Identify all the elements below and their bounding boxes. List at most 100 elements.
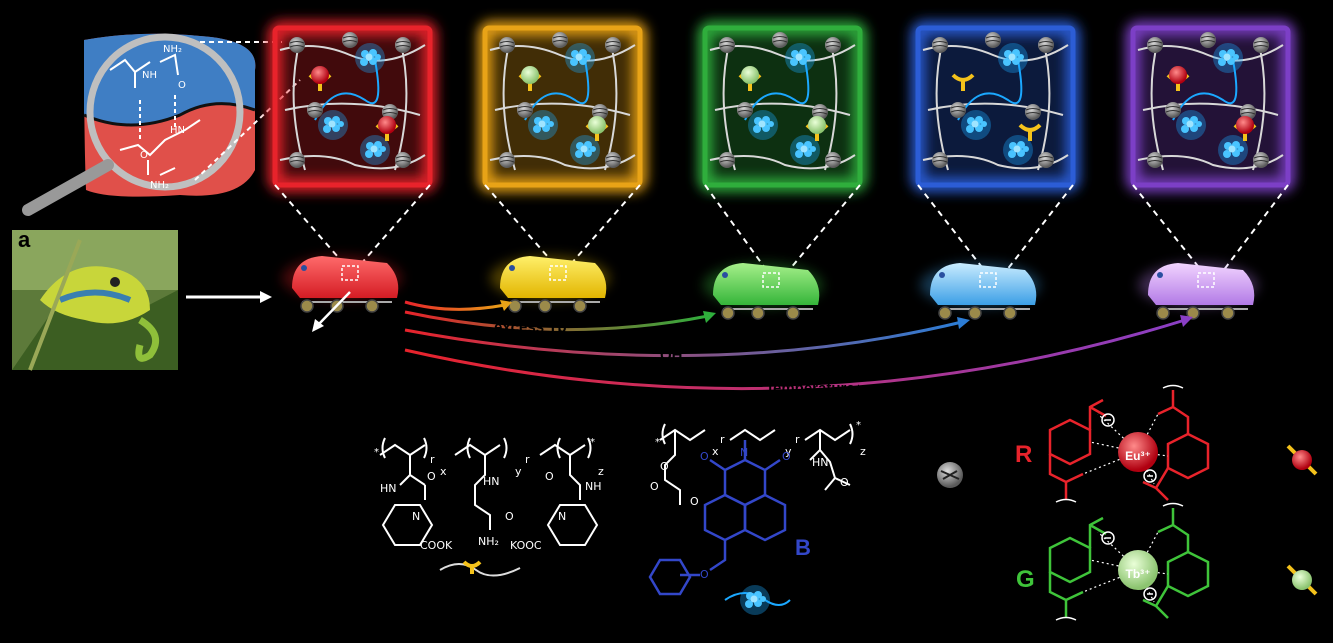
ppn-cluster bbox=[318, 110, 348, 140]
panel-label-f: f bbox=[1135, 227, 1143, 252]
ppn-cluster bbox=[355, 43, 385, 73]
chem-hn-bottom: HN bbox=[170, 125, 185, 136]
arrow-label-less-tb: less Tb³⁺ bbox=[407, 285, 472, 302]
crosslink-node bbox=[931, 151, 949, 169]
robot-f bbox=[1138, 263, 1258, 320]
robot-c bbox=[490, 256, 610, 313]
svg-text:*: * bbox=[590, 437, 595, 448]
polymer-strand bbox=[494, 102, 631, 116]
robot-wheel bbox=[365, 299, 379, 313]
crosslink-node bbox=[604, 36, 622, 54]
feature-4: Remoldability. bbox=[66, 584, 215, 609]
tb-ion-label: Tb³⁺ bbox=[1126, 567, 1151, 581]
svg-text:N: N bbox=[412, 510, 420, 523]
svg-text:O: O bbox=[650, 480, 659, 493]
chem-o-bottom: O bbox=[140, 150, 148, 161]
polymer-strand bbox=[1142, 102, 1279, 116]
svg-text:O: O bbox=[505, 510, 514, 523]
robot-wheel bbox=[538, 299, 552, 313]
crosslink-node bbox=[306, 101, 324, 119]
robot-wheel bbox=[1221, 306, 1235, 320]
svg-text:COOK: COOK bbox=[420, 539, 453, 552]
crosslink-node bbox=[1146, 36, 1164, 54]
metal-ion bbox=[521, 66, 539, 84]
svg-text:y: y bbox=[785, 445, 792, 458]
panel-label-d: d bbox=[705, 227, 718, 252]
crosslink-node bbox=[824, 36, 842, 54]
tb-complex-name: Tb³⁺-K6APA bbox=[1240, 609, 1326, 626]
svg-text:✓Remoldability.: ✓Remoldability. bbox=[40, 584, 215, 609]
svg-text:*: * bbox=[655, 437, 660, 448]
svg-text:r: r bbox=[525, 453, 530, 466]
svg-text:x: x bbox=[712, 445, 719, 458]
svg-text:O: O bbox=[840, 476, 849, 489]
network-panel-d bbox=[698, 21, 867, 192]
svg-text:*: * bbox=[856, 420, 861, 431]
zoom-box bbox=[549, 265, 567, 281]
svg-text:O: O bbox=[782, 450, 791, 463]
feature-3: Self-healability; bbox=[66, 536, 229, 561]
crosslink-node bbox=[498, 151, 516, 169]
network-panel-f bbox=[1126, 21, 1295, 192]
robot-e bbox=[920, 263, 1040, 320]
minus-charge-icon bbox=[1143, 469, 1157, 483]
zoom-box bbox=[979, 272, 997, 288]
robot-wheel bbox=[1156, 306, 1170, 320]
crosslink-node bbox=[718, 36, 736, 54]
crosslink-node bbox=[516, 101, 534, 119]
tb-complex bbox=[1048, 502, 1210, 621]
svg-text:O: O bbox=[660, 460, 669, 473]
ppn-particle-icon bbox=[724, 585, 791, 615]
arrow-label-excess-tb: excess Tb³⁺ bbox=[494, 319, 579, 336]
robot-wheel bbox=[1186, 306, 1200, 320]
chem-o-top: O bbox=[178, 80, 186, 91]
polymer-strand bbox=[927, 102, 1064, 116]
crosslink-node bbox=[718, 151, 736, 169]
crosslink-node bbox=[341, 31, 359, 49]
network-panels bbox=[268, 21, 1295, 192]
zoom-box bbox=[341, 265, 359, 281]
chem-nh2-bottom: NH₂ bbox=[150, 180, 169, 191]
robot-wheel bbox=[573, 299, 587, 313]
skin-label-1: Biomimetic bbox=[250, 340, 331, 357]
metal-ion bbox=[588, 116, 606, 134]
robot-wheel bbox=[1003, 306, 1017, 320]
robot-d bbox=[703, 263, 823, 320]
eu-ion-label: Eu³⁺ bbox=[1125, 449, 1151, 463]
inspiration-label: Inspiration bbox=[182, 272, 269, 291]
crosslink-node bbox=[1252, 151, 1270, 169]
crosslink-node bbox=[736, 101, 754, 119]
chem-nh-top: NH bbox=[142, 70, 157, 81]
crosslink-node bbox=[288, 36, 306, 54]
crosslink-node bbox=[984, 31, 1002, 49]
ppn-letter: B bbox=[795, 535, 811, 560]
crosslink-node bbox=[1252, 36, 1270, 54]
metal-ion bbox=[378, 116, 396, 134]
arrow-label-temperature: temperature↑ bbox=[768, 380, 862, 397]
central-ion bbox=[1118, 550, 1158, 590]
svg-text:y: y bbox=[515, 465, 522, 478]
crosslink-node bbox=[1037, 36, 1055, 54]
minus-charge-icon bbox=[1101, 531, 1115, 545]
svg-text:r: r bbox=[430, 453, 435, 466]
robot-wheel bbox=[751, 306, 765, 320]
crosslink-node bbox=[551, 31, 569, 49]
hbond-label-1: Hydrogen bbox=[913, 532, 988, 549]
svg-text:HN: HN bbox=[812, 456, 829, 469]
panel-label-e: e bbox=[918, 227, 930, 252]
crosslink-node bbox=[1199, 31, 1217, 49]
zoom-box bbox=[762, 272, 780, 288]
crosslink-node bbox=[498, 36, 516, 54]
metal-ion bbox=[311, 66, 329, 84]
hbond-label-2: bond bbox=[930, 555, 969, 572]
ppn-cluster bbox=[785, 43, 815, 73]
crosslink-node bbox=[1037, 151, 1055, 169]
crosslink-node bbox=[949, 101, 967, 119]
metal-ion bbox=[741, 66, 759, 84]
network-panel-b bbox=[268, 21, 437, 192]
skin-arrow bbox=[317, 291, 351, 326]
svg-text:O: O bbox=[690, 495, 699, 508]
svg-text:r: r bbox=[795, 433, 800, 446]
ppn-cluster bbox=[961, 110, 991, 140]
